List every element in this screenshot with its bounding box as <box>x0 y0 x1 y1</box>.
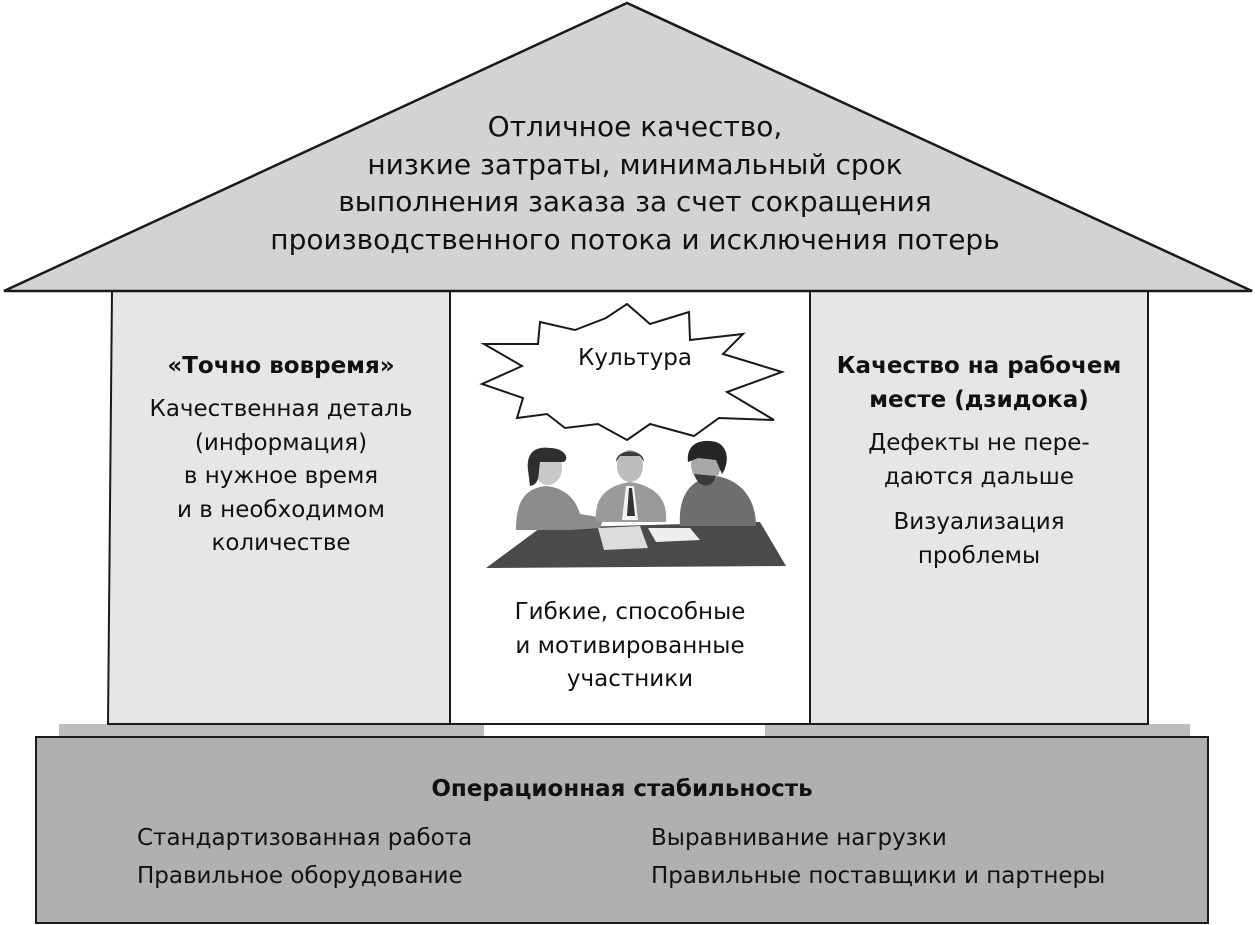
base-shape <box>35 736 1209 924</box>
right-pillar-line: Дефекты не пере- <box>868 430 1090 456</box>
center-line: участники <box>566 666 694 692</box>
culture-burst-shape <box>479 302 786 442</box>
base-item: Выравнивание нагрузки <box>651 825 947 851</box>
left-pillar-content: «Точно вовремя» Качественная деталь (инф… <box>112 349 450 561</box>
roof-shape <box>3 1 1253 293</box>
right-pillar-line: Визуализация <box>893 509 1065 535</box>
left-plinth <box>59 724 484 737</box>
right-plinth <box>765 724 1190 737</box>
roof-line: низкие затраты, минимальный срок <box>367 147 903 181</box>
meeting-people-icon <box>486 440 786 568</box>
left-pillar-line: Качественная деталь <box>149 396 413 422</box>
right-pillar-line: даются дальше <box>884 463 1074 490</box>
right-pillar-content: Качество на рабочем месте (дзидока) Дефе… <box>810 349 1148 573</box>
left-pillar-title: «Точно вовремя» <box>167 353 395 379</box>
roof-line: Отличное качество, <box>487 110 783 143</box>
base-item: Правильное оборудование <box>137 863 463 889</box>
base-right-list: Выравнивание нагрузки Правильные поставщ… <box>651 819 1105 895</box>
left-pillar-line: в нужное время <box>183 463 379 489</box>
left-pillar-body: Качественная деталь (информация) в нужно… <box>112 393 450 561</box>
base-item: Правильные поставщики и партнеры <box>651 863 1106 889</box>
right-pillar-line: проблемы <box>917 542 1041 569</box>
center-line: Гибкие, способные <box>514 599 746 625</box>
base-left-list: Стандартизованная работа Правильное обор… <box>137 819 472 895</box>
right-pillar-title-line: Качество на рабочем <box>836 353 1122 379</box>
roof-goal-text: Отличное качество, низкие затраты, миним… <box>230 108 1040 258</box>
base-item: Стандартизованная работа <box>137 825 473 851</box>
right-pillar-group-defects: Дефекты не пере- даются дальше <box>810 427 1148 494</box>
center-line: и мотивированные <box>515 632 745 659</box>
left-pillar-line: и в необходимом <box>177 496 385 523</box>
roof-line: производственного потока и исключения по… <box>270 222 1000 256</box>
roof-line: выполнения заказа за счет сокращения <box>338 185 932 218</box>
left-pillar-line: (информация) <box>194 429 368 456</box>
left-pillar-line: количестве <box>211 530 351 556</box>
right-pillar-title-line: месте (дзидока) <box>869 387 1089 413</box>
right-pillar-group-visualization: Визуализация проблемы <box>810 506 1148 573</box>
base-title: Операционная стабильность <box>431 776 813 802</box>
culture-label: Культура <box>578 345 692 371</box>
right-pillar-title: Качество на рабочем месте (дзидока) <box>810 349 1148 417</box>
center-participants-text: Гибкие, способные и мотивированные участ… <box>452 596 808 697</box>
